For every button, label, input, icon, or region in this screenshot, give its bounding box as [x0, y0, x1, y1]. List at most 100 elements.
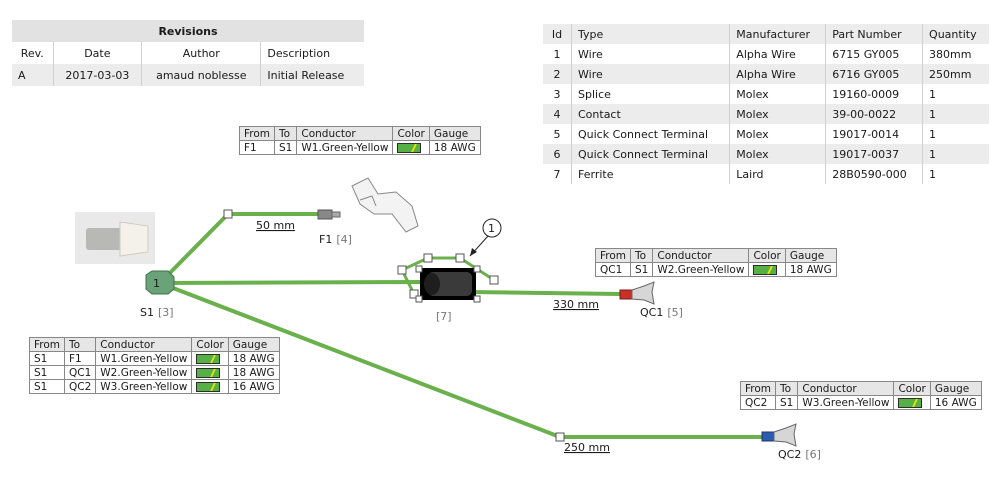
bom-cell: 39-00-0022 — [825, 104, 924, 124]
conn-header: From — [739, 381, 777, 396]
conn-header: Gauge — [784, 248, 837, 263]
bom-cell: 19160-0009 — [825, 84, 924, 104]
conn-cell: QC1 — [594, 262, 632, 277]
conn-cell: S1 — [28, 365, 66, 380]
qc1-label: QC1[5] — [640, 306, 683, 319]
conn-header: Color — [893, 381, 931, 396]
bom-cell: 380mm — [922, 44, 989, 64]
wire-w2[interactable] — [159, 279, 621, 296]
color-cell — [191, 351, 229, 366]
rev-cell: Initial Release — [260, 64, 364, 86]
green-yellow-swatch — [753, 264, 778, 275]
bom-cell: 1 — [922, 124, 989, 144]
conn-header: From — [594, 248, 632, 263]
bom-cell: 1 — [922, 164, 989, 184]
bom-header-row: Id Type Manufacturer Part Number Quantit… — [543, 24, 989, 44]
conn-cell: W1.Green-Yellow — [95, 351, 193, 366]
bom-cell: 1 — [543, 44, 572, 64]
handle[interactable] — [423, 253, 433, 263]
conn-cell: S1 — [274, 140, 298, 155]
bom-cell: Quick Connect Terminal — [571, 144, 731, 164]
conn-cell: S1 — [630, 262, 654, 277]
conn-cell: QC1 — [64, 365, 97, 380]
f1-ref: [4] — [336, 233, 352, 246]
wire-handles — [223, 209, 565, 442]
table-row: A 2017-03-03 amaud noblesse Initial Rele… — [12, 64, 364, 86]
conn-header: Color — [392, 126, 430, 141]
length-w2: 330 mm — [553, 298, 599, 311]
conn-cell: 16 AWG — [227, 379, 280, 394]
bom-cell: Wire — [571, 44, 731, 64]
color-cell — [392, 140, 430, 155]
conn-header: From — [28, 337, 66, 352]
bom-cell: 19017-0037 — [825, 144, 924, 164]
f1-connector[interactable] — [317, 209, 341, 220]
length-w3: 250 mm — [564, 441, 610, 454]
conn-header: From — [238, 126, 276, 141]
rev-cell: A — [12, 64, 54, 86]
qc2-terminal[interactable] — [761, 423, 797, 447]
bom-cell: 6 — [543, 144, 572, 164]
qc1-terminal[interactable] — [619, 281, 655, 305]
conn-header: Conductor — [797, 381, 895, 396]
conn-header: Conductor — [95, 337, 193, 352]
contact-image — [351, 177, 419, 233]
bom-cell: 19017-0014 — [825, 124, 924, 144]
conn-header: Color — [191, 337, 229, 352]
ferrite-core[interactable] — [415, 265, 481, 303]
rev-header-date: Date — [53, 42, 143, 64]
conn-cell: 18 AWG — [227, 365, 280, 380]
bom-header: Part Number — [825, 24, 924, 44]
handle[interactable] — [223, 209, 233, 219]
green-yellow-swatch — [397, 142, 422, 153]
bom-cell: Alpha Wire — [729, 44, 827, 64]
bom-cell: 1 — [922, 84, 989, 104]
bom-callout[interactable] — [469, 218, 502, 257]
color-cell — [893, 395, 931, 410]
conn-header: Conductor — [652, 248, 750, 263]
conn-cell: F1 — [64, 351, 97, 366]
bom-cell: 2 — [543, 64, 572, 84]
bom-cell: 5 — [543, 124, 572, 144]
conn-header: To — [630, 248, 654, 263]
color-cell — [748, 262, 786, 277]
handle[interactable] — [409, 289, 419, 299]
conn-cell: W2.Green-Yellow — [652, 262, 750, 277]
conn-cell: W3.Green-Yellow — [95, 379, 193, 394]
handle[interactable] — [455, 253, 465, 263]
bom-cell: Molex — [729, 104, 827, 124]
wire-w1[interactable] — [158, 212, 320, 285]
bom-table: Id Type Manufacturer Part Number Quantit… — [543, 24, 989, 184]
handle[interactable] — [489, 275, 499, 285]
conn-cell: QC2 — [739, 395, 777, 410]
bom-cell: Molex — [729, 84, 827, 104]
bom-header: Id — [543, 24, 572, 44]
qc1-ref: [5] — [667, 306, 683, 319]
conn-header: To — [64, 337, 97, 352]
bom-cell: 1 — [922, 104, 989, 124]
conn-cell: 18 AWG — [784, 262, 837, 277]
bom-cell: Alpha Wire — [729, 64, 827, 84]
bom-cell: 6716 GY005 — [825, 64, 924, 84]
s1-splice[interactable] — [145, 270, 175, 295]
rev-header-rev: Rev. — [12, 42, 54, 64]
handle[interactable] — [555, 432, 565, 442]
revisions-table: Revisions Rev. Date Author Description A… — [12, 20, 364, 86]
handle[interactable] — [397, 265, 407, 275]
bom-cell: Contact — [571, 104, 731, 124]
s1-name: S1 — [140, 306, 154, 319]
bom-header: Type — [571, 24, 731, 44]
bom-cell: 3 — [543, 84, 572, 104]
s1-ref: [3] — [158, 306, 174, 319]
conn-header: To — [775, 381, 799, 396]
